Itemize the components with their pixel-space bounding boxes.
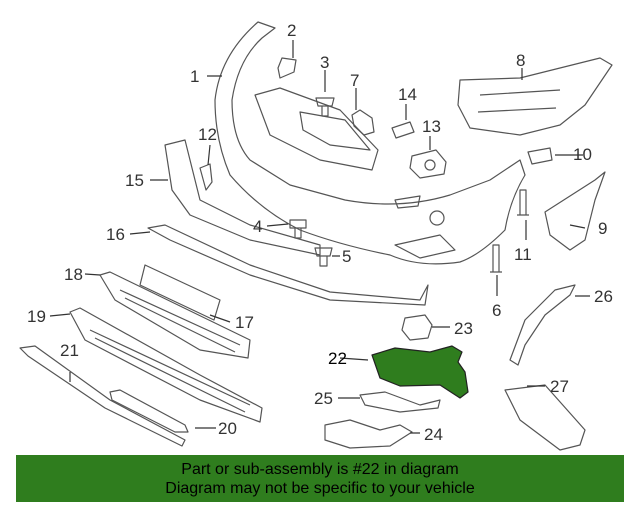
callout-12: 12 — [198, 125, 217, 144]
part-5 — [314, 247, 333, 267]
part-22-highlighted — [371, 345, 469, 399]
part-2 — [277, 57, 297, 79]
callout-6: 6 — [492, 301, 501, 320]
part-9 — [544, 171, 606, 251]
banner-line-part: Part or sub-assembly is #22 in diagram — [181, 461, 459, 478]
part-12 — [199, 163, 213, 191]
part-24 — [324, 419, 413, 449]
callout-18: 18 — [64, 265, 83, 284]
part-10 — [527, 147, 553, 165]
callout-27: 27 — [550, 377, 569, 396]
callout-20: 20 — [218, 419, 237, 438]
part-15 — [164, 139, 321, 256]
banner-line-disclaimer: Diagram may not be specific to your vehi… — [165, 480, 475, 497]
part-7 — [351, 109, 375, 136]
callout-19: 19 — [27, 307, 46, 326]
part-11 — [517, 189, 529, 216]
part-27 — [504, 384, 586, 451]
part-21 — [19, 345, 186, 447]
callout-9: 9 — [598, 219, 607, 238]
part-25 — [359, 391, 441, 413]
callout-11: 11 — [514, 245, 532, 264]
info-banner: Part or sub-assembly is #22 in diagram D… — [16, 455, 624, 502]
part-16 — [147, 224, 429, 306]
callout-5: 5 — [342, 247, 351, 266]
callout-10: 10 — [573, 145, 592, 164]
callout-7: 7 — [350, 71, 359, 90]
callout-13: 13 — [422, 117, 441, 136]
callout-2: 2 — [287, 21, 296, 40]
part-6 — [490, 244, 502, 273]
part-19 — [69, 307, 263, 423]
callout-16: 16 — [106, 225, 125, 244]
callout-26: 26 — [594, 287, 613, 306]
part-3 — [315, 97, 335, 117]
callout-17: 17 — [235, 313, 254, 332]
part-4 — [289, 219, 307, 239]
callout-22: 22 — [328, 349, 347, 368]
callout-25: 25 — [314, 389, 333, 408]
part-14 — [391, 121, 415, 139]
callout-24: 24 — [424, 425, 443, 444]
callout-8: 8 — [516, 51, 525, 70]
part-bumper-cover — [214, 21, 526, 265]
part-8 — [457, 57, 613, 136]
callout-21: 21 — [60, 341, 79, 360]
callout-1: 1 — [190, 67, 199, 86]
callout-15: 15 — [125, 171, 144, 190]
part-17 — [139, 264, 221, 321]
parts-diagram: 1 2 3 4 5 6 7 8 9 10 11 12 13 14 15 16 1… — [19, 21, 613, 451]
part-20 — [109, 389, 189, 433]
part-18 — [99, 271, 251, 359]
part-26 — [509, 284, 576, 366]
callout-3: 3 — [320, 53, 329, 72]
part-23 — [401, 314, 433, 341]
callout-4: 4 — [253, 217, 262, 236]
callout-23: 23 — [454, 319, 473, 338]
part-13 — [409, 149, 447, 179]
callout-14: 14 — [398, 85, 417, 104]
